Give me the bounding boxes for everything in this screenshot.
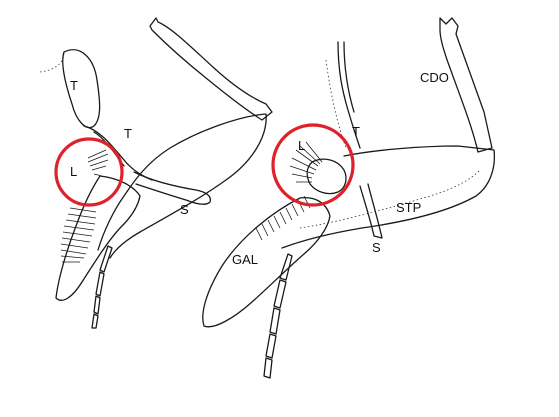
left-galea-bristles — [60, 207, 97, 263]
right-label-gal: GAL — [232, 252, 258, 267]
right-label-l: L — [298, 138, 305, 153]
left-cardo — [149, 17, 273, 121]
left-lacinia-highlight — [54, 137, 124, 207]
left-label-l: L — [70, 164, 77, 179]
left-lacinia-setae — [87, 149, 109, 177]
left-tergite-upper — [62, 49, 101, 129]
right-label-cdo: CDO — [420, 70, 449, 85]
right-tergite-lines — [337, 41, 361, 149]
right-label-stp: STP — [396, 200, 421, 215]
left-stipes — [97, 113, 267, 259]
right-label-s: S — [372, 240, 381, 255]
left-tergite-dotted-line — [39, 53, 65, 73]
right-label-t: T — [352, 124, 360, 139]
right-maxilla: CDO T L STP S GAL — [202, 17, 496, 379]
left-label-t-upper: T — [70, 78, 78, 93]
right-lacinia-setae — [289, 141, 323, 183]
right-tergite-dotted-line — [325, 59, 347, 149]
left-stipes-s-band — [133, 171, 212, 205]
right-lacinia-head — [306, 158, 347, 195]
left-palp — [91, 245, 113, 329]
right-galea — [202, 196, 331, 328]
left-maxilla: T T L S — [39, 17, 273, 329]
left-label-t-lower: T — [124, 126, 132, 141]
right-cardo — [439, 17, 493, 153]
right-stipes-dotted-line — [299, 169, 481, 229]
right-palp — [263, 253, 293, 379]
right-stipes-s-band — [359, 183, 383, 239]
left-galea — [55, 175, 141, 301]
left-label-s: S — [180, 202, 189, 217]
right-stipes — [281, 145, 496, 249]
right-lacinia-highlight — [271, 123, 355, 207]
right-galea-bristles — [255, 195, 311, 241]
